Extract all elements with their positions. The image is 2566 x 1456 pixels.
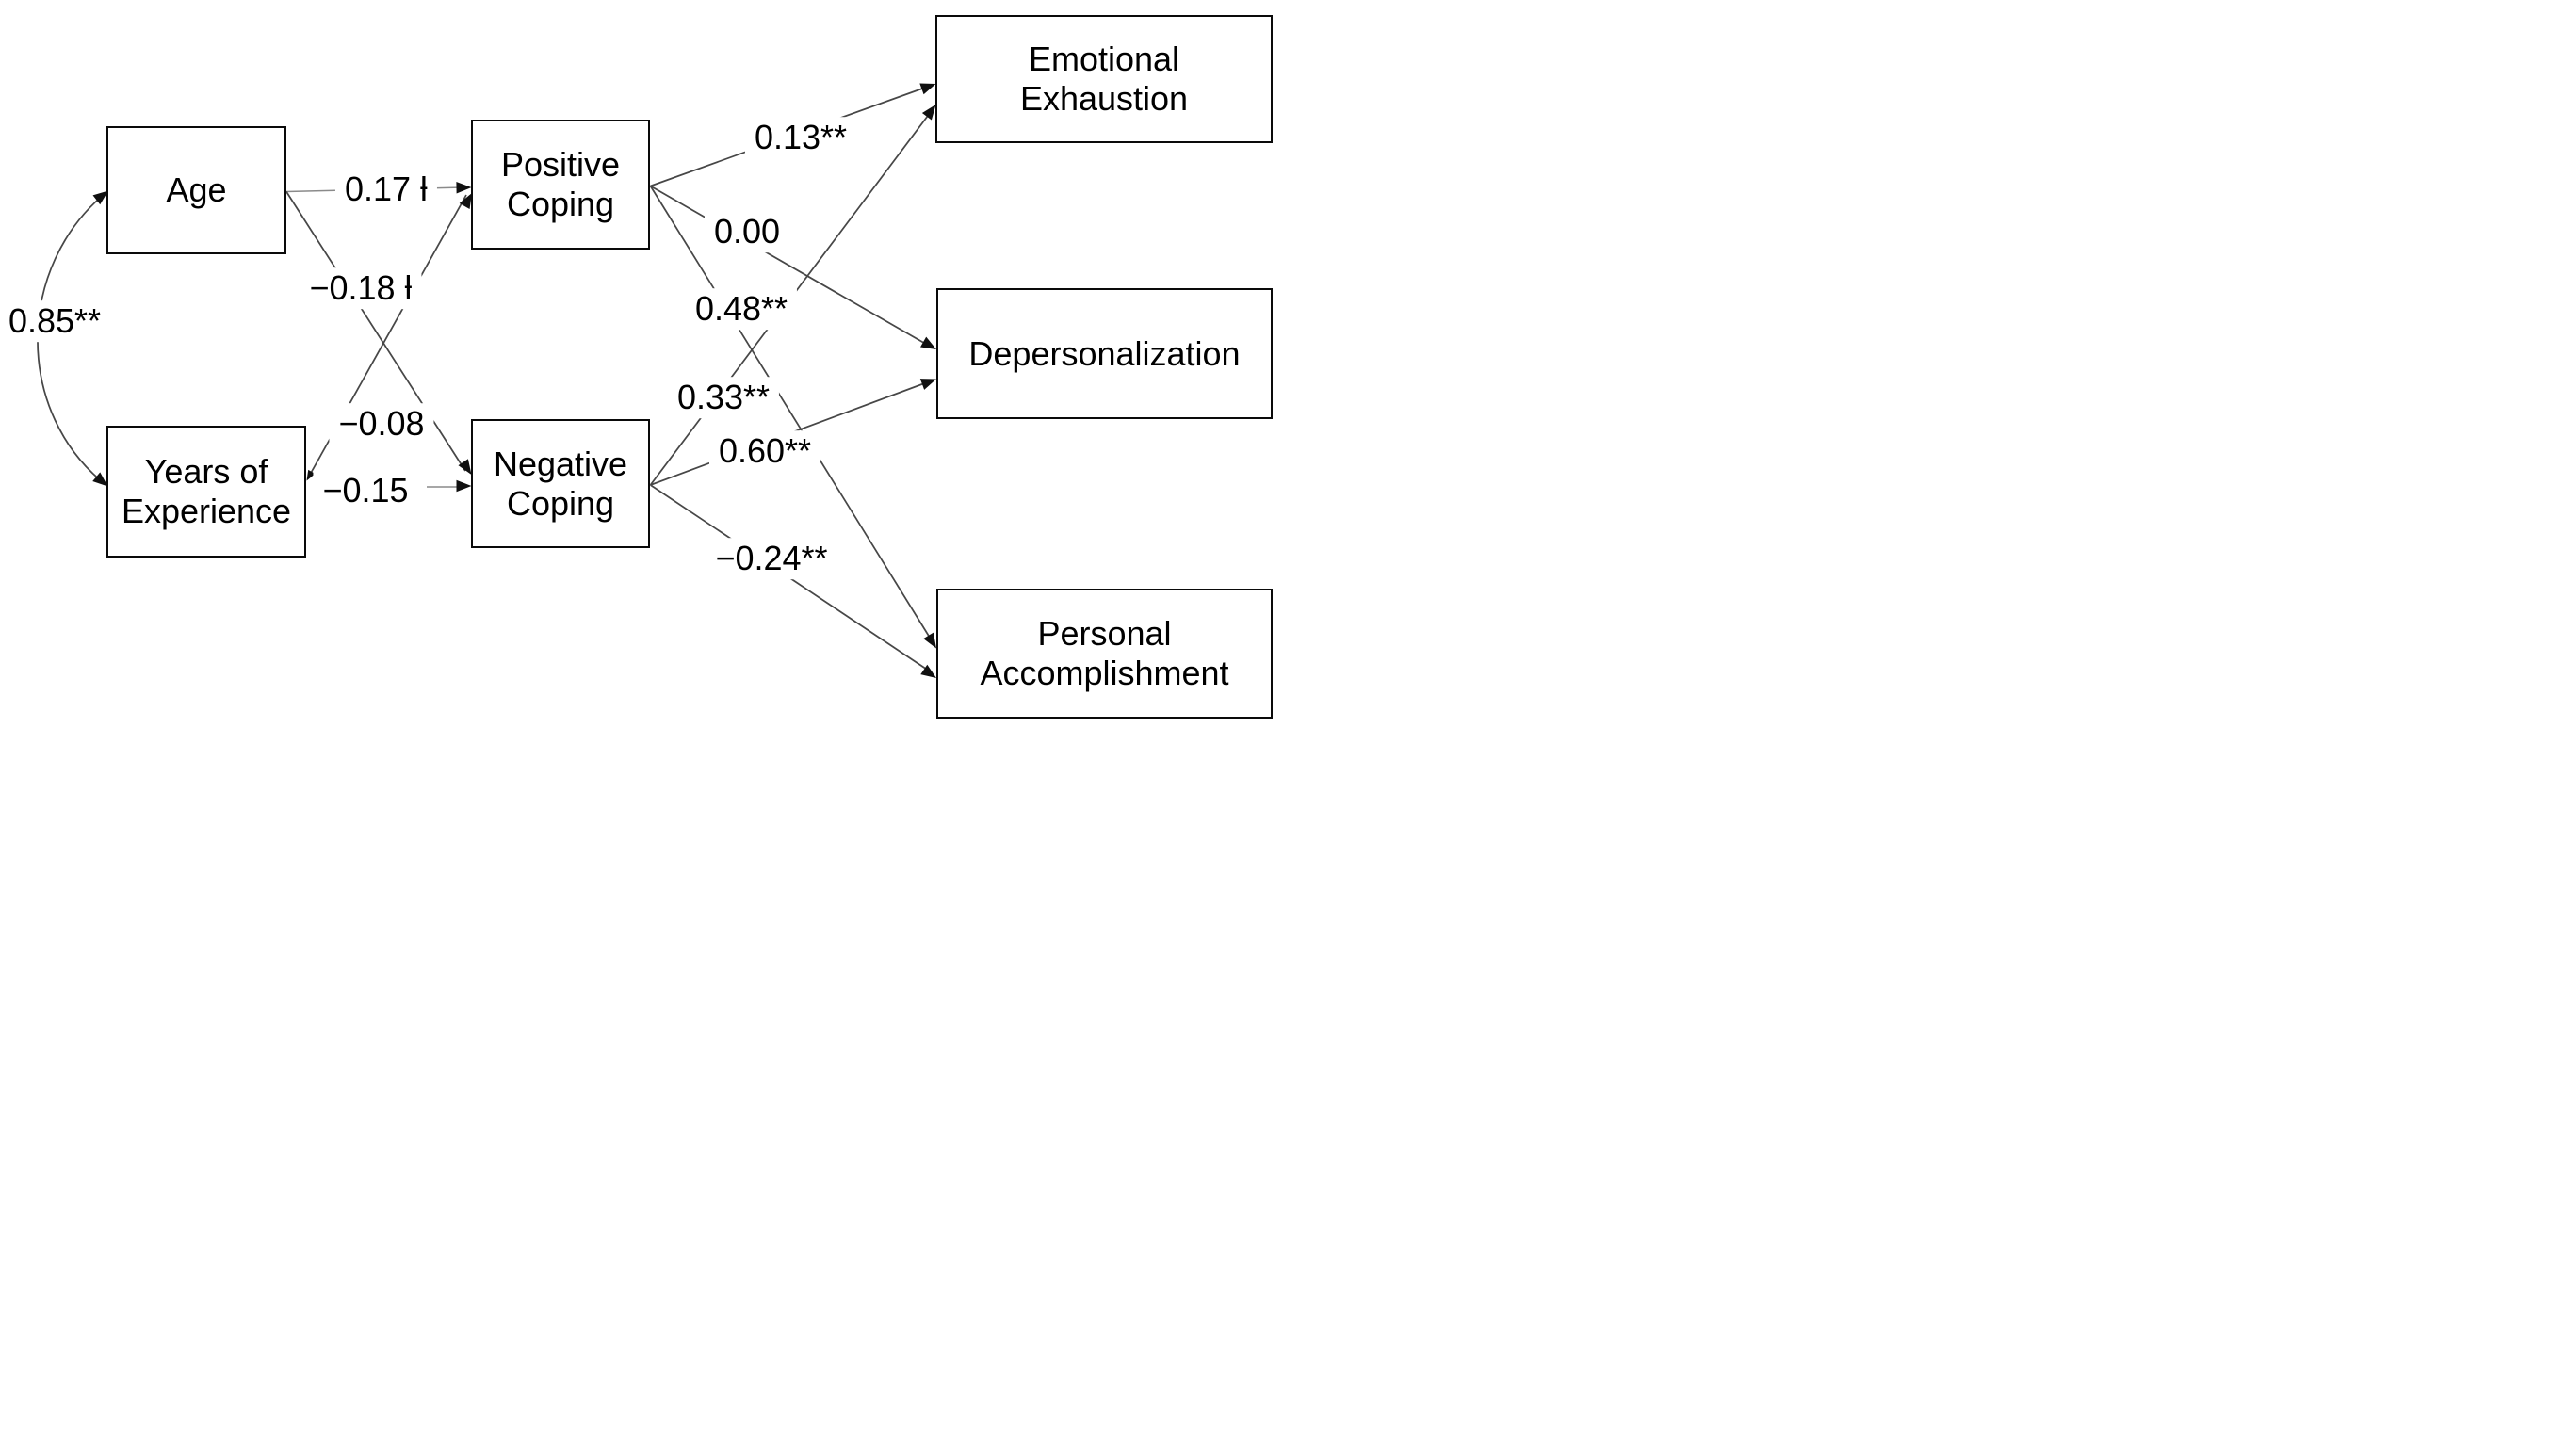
coef-age-nc: −0.18 ƚ [300,267,422,309]
arrowhead-into-age-icon [92,190,108,205]
arrowhead-nc-dep-icon [919,379,936,390]
arrowhead-age-nc-icon [458,459,472,475]
node-emotional-exhaustion: Emotional Exhaustion [935,15,1273,143]
path-diagram-figure: 0.85** 0.17 ƚ −0.18 ƚ −0.08 −0.15 0.13**… [0,0,1283,728]
coef-pc-dep: 0.00 [704,211,790,252]
arrowhead-yoe-pc-tail-icon [306,469,316,481]
node-years-of-experience: Years of Experience [106,426,306,558]
arrowhead-age-pc-icon [456,182,472,194]
arrowhead-pc-pa-icon [923,632,936,649]
node-years-of-experience-label: Years of Experience [121,452,292,530]
arrowhead-yoe-nc-icon [456,479,472,493]
node-negative-coping-label: Negative Coping [493,444,628,523]
node-age-label: Age [166,170,227,210]
line-age-nc [285,191,466,472]
coef-age-yoe: 0.85** [0,300,111,342]
arrowhead-yoe-pc-icon [459,193,472,210]
arrowhead-into-yoe-icon [92,472,108,487]
arrowhead-pc-ee-icon [919,83,936,95]
arrowhead-nc-ee-icon [921,105,936,121]
node-positive-coping-label: Positive Coping [500,145,621,223]
node-depersonalization-label: Depersonalization [968,333,1241,373]
line-pc-pa [649,186,934,642]
coef-pc-ee: 0.13** [744,117,857,158]
node-personal-accomplishment: Personal Accomplishment [936,589,1273,719]
coef-age-pc: 0.17 ƚ [334,169,438,210]
node-positive-coping: Positive Coping [471,120,650,250]
node-emotional-exhaustion-label: Emotional Exhaustion [1019,40,1189,118]
arrowhead-nc-pa-icon [920,664,936,678]
node-personal-accomplishment-label: Personal Accomplishment [980,614,1229,692]
coef-yoe-pc: −0.08 [329,403,434,445]
node-negative-coping: Negative Coping [471,419,650,548]
node-age: Age [106,126,286,254]
arrowhead-pc-dep-icon [920,336,936,349]
coef-yoe-nc: −0.15 [313,470,418,511]
coef-pc-pa: 0.60** [708,430,821,472]
coef-nc-pa: −0.24** [706,538,837,579]
line-pc-dep [650,185,933,348]
coef-nc-dep: 0.33** [667,377,780,418]
node-depersonalization: Depersonalization [936,288,1273,419]
coef-nc-ee: 0.48** [685,288,798,330]
